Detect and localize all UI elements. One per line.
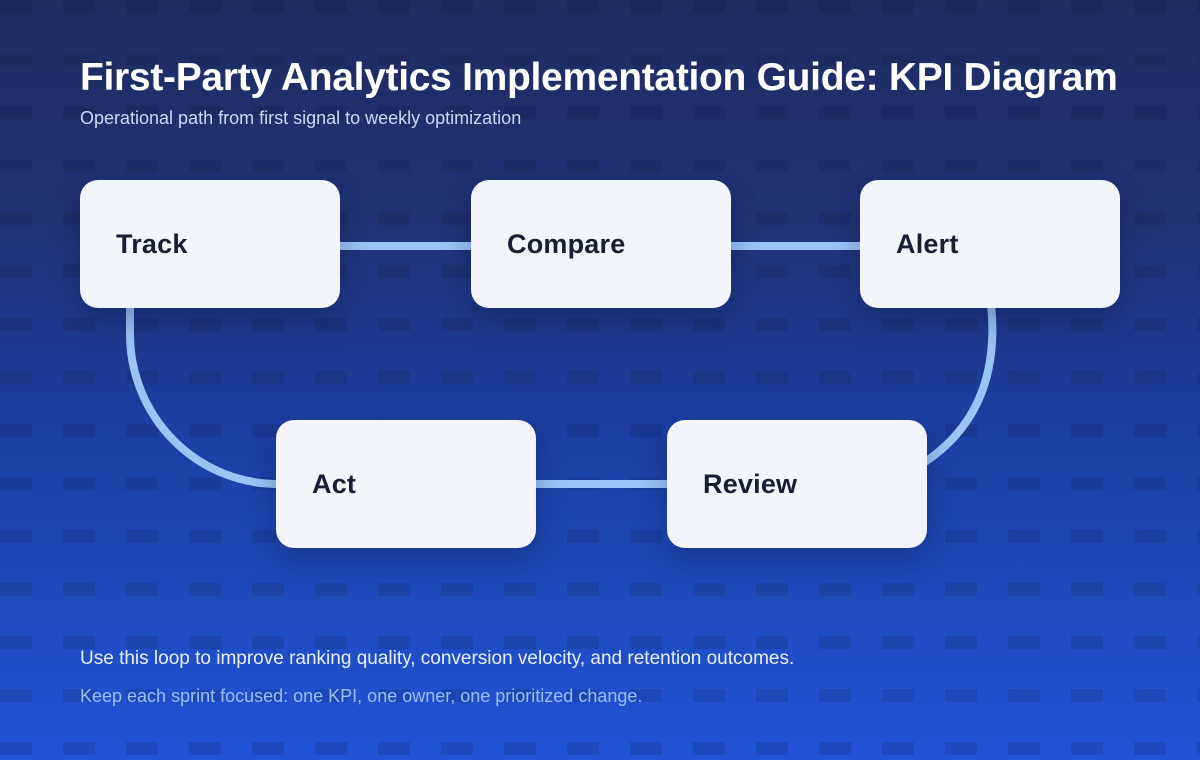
node-label-review: Review [703, 468, 798, 499]
connector-track-act-curve [126, 300, 282, 488]
page-subtitle: Operational path from first signal to we… [80, 108, 522, 128]
diagram-node-act: Act [276, 420, 536, 548]
connector-alert-review-curve [921, 300, 997, 466]
footer-secondary-text: Keep each sprint focused: one KPI, one o… [80, 686, 643, 706]
diagram-node-alert: Alert [860, 180, 1120, 308]
diagram-node-review: Review [667, 420, 927, 548]
diagram-node-compare: Compare [471, 180, 731, 308]
diagram-node-track: Track [80, 180, 340, 308]
page-title: First-Party Analytics Implementation Gui… [80, 56, 1118, 99]
node-label-track: Track [116, 228, 188, 259]
footer-primary-text: Use this loop to improve ranking quality… [80, 648, 795, 669]
node-label-compare: Compare [507, 228, 626, 259]
node-label-act: Act [312, 468, 357, 499]
node-label-alert: Alert [896, 228, 959, 259]
